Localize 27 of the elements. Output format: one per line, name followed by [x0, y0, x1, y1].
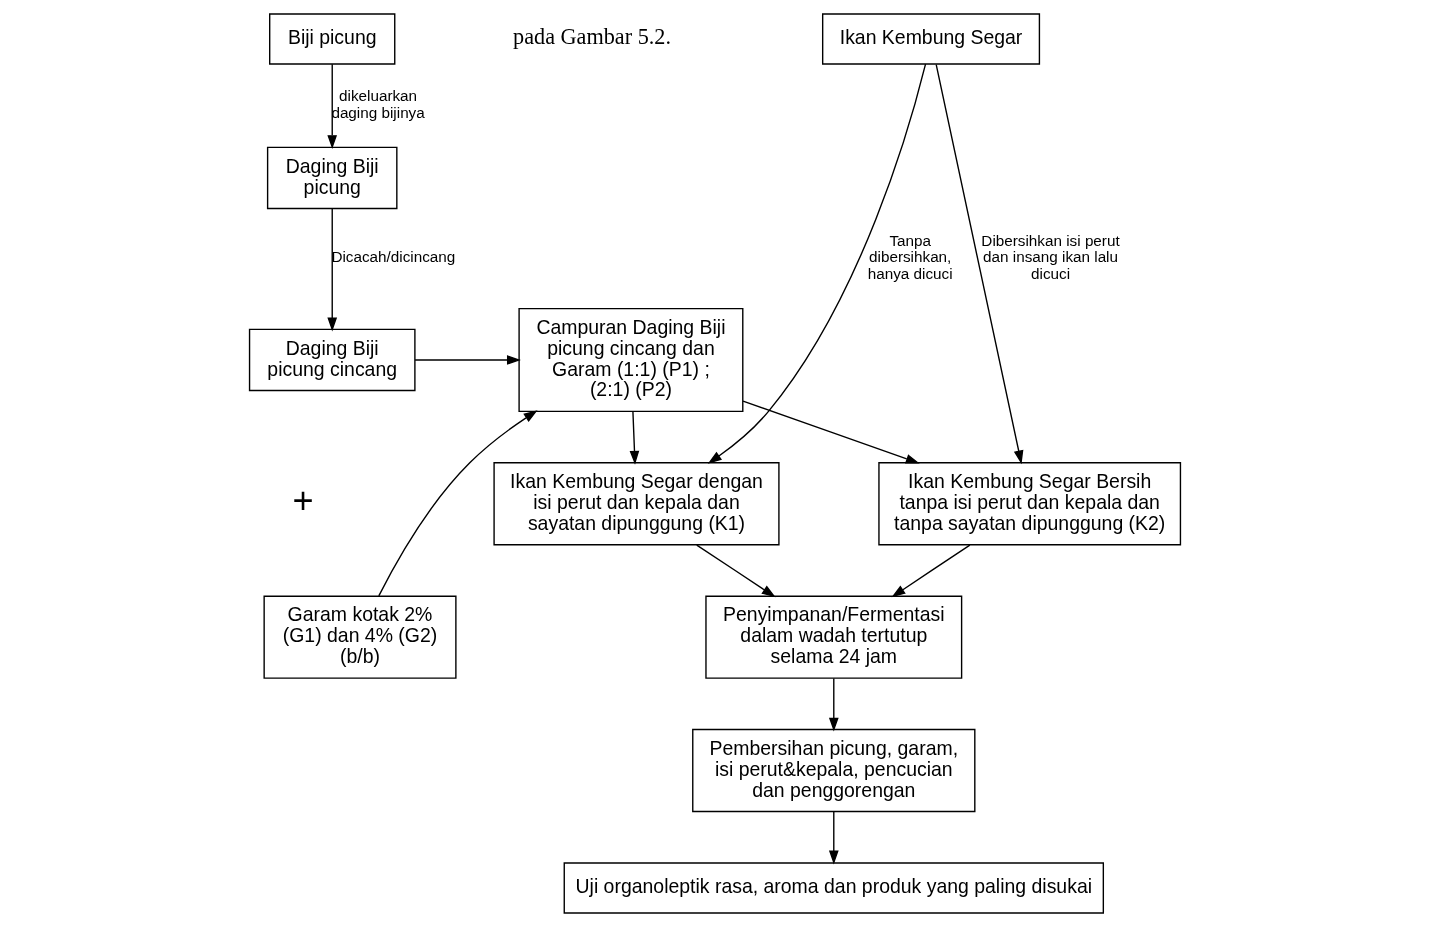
node-box: Garam kotak 2% (G1) dan 4% (G2) (b/b) [263, 595, 457, 679]
node-box: Uji organoleptik rasa, aroma dan produk yang paling disukai [563, 862, 1105, 914]
edge-label: Tanpa dibersihkan, hanya dicuci [867, 231, 953, 283]
arrow [935, 63, 1024, 465]
arrow [696, 544, 776, 598]
arrow [742, 400, 920, 464]
node-box: Biji picung [269, 13, 396, 65]
arrow [629, 410, 640, 465]
label: + [292, 479, 314, 521]
arrow [327, 63, 338, 150]
node-box: Penyimpanan/Fermentasi dalam wadah tertutup selama 24 jam [705, 595, 963, 679]
node-box: Daging Biji picung [266, 146, 398, 210]
node-box: Pembersihan picung, garam, isi perut&kepala, pencucian dan penggorengan [692, 728, 976, 813]
arrow [414, 355, 521, 365]
arrow [707, 63, 927, 464]
arrow [828, 811, 839, 865]
arrow [891, 544, 971, 598]
node-box: Ikan Kembung Segar Bersih tanpa isi perut dan kepala dan tanpa sayatan dipunggung (K2) [878, 462, 1182, 546]
label: pada Gambar 5.2. [513, 24, 672, 50]
arrow [828, 677, 839, 732]
node-box: Ikan Kembung Segar [822, 13, 1041, 65]
node-box: Daging Biji picung cincang [248, 328, 416, 392]
arrow [327, 207, 338, 332]
node-box: Campuran Daging Biji picung cincang dan Garam (1:1) (P1) ; (2:1) (P2) [518, 307, 744, 413]
node-box: Ikan Kembung Segar dengan isi perut dan kepala dan sayatan dipunggung (K1) [493, 462, 780, 546]
edge-label: Dibersihkan isi perut dan insang ikan lalu dicuci [981, 231, 1120, 283]
arrow [378, 410, 538, 597]
